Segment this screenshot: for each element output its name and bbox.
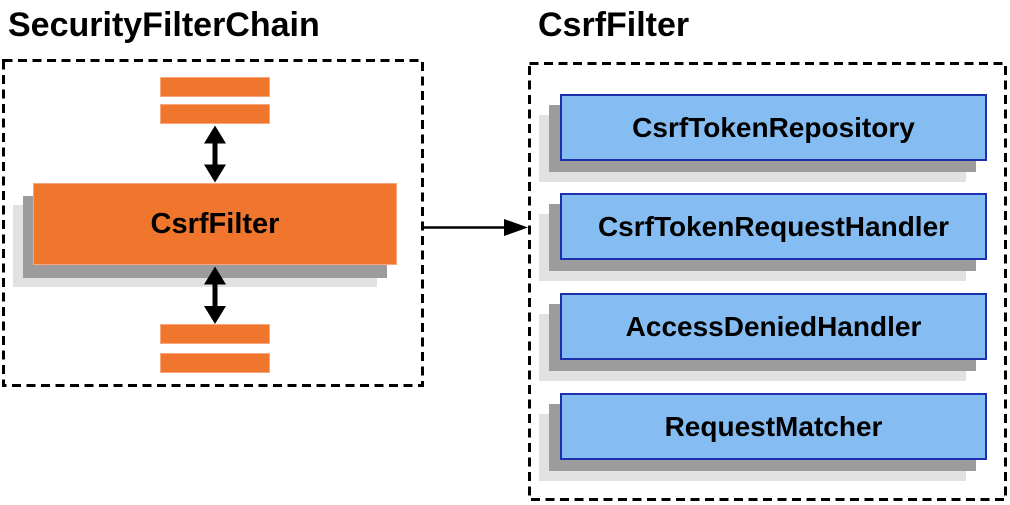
csrf-filter-title: CsrfFilter (538, 6, 690, 44)
filter-bar (160, 353, 270, 373)
component-box-request-matcher: RequestMatcher (560, 393, 987, 460)
component-box-csrf-token-request-handler: CsrfTokenRequestHandler (560, 193, 987, 260)
csrf-filter-box-label: CsrfFilter (150, 207, 280, 240)
component-label: RequestMatcher (664, 410, 883, 442)
filter-bar (160, 324, 270, 344)
filter-bar (160, 104, 270, 124)
filter-bar (160, 77, 270, 97)
component-box-csrf-token-repository: CsrfTokenRepository (560, 94, 987, 161)
component-box-access-denied-handler: AccessDeniedHandler (560, 293, 987, 360)
security-filter-chain-title: SecurityFilterChain (8, 6, 320, 44)
component-label: CsrfTokenRepository (632, 111, 915, 143)
double-arrow-icon (204, 125, 226, 183)
csrf-filter-box: CsrfFilter (33, 183, 397, 265)
component-label: AccessDeniedHandler (625, 310, 922, 342)
component-label: CsrfTokenRequestHandler (597, 210, 950, 242)
right-arrow-icon (424, 219, 528, 236)
